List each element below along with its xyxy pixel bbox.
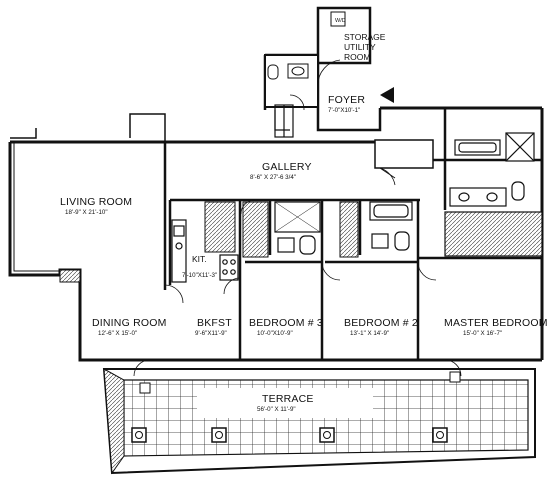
master-closet — [374, 139, 434, 179]
column-dining — [59, 269, 81, 283]
dining-room-dims: 12'-6" X 15'-0" — [98, 330, 137, 337]
bedroom2-name: BEDROOM # 2 — [344, 317, 418, 329]
foyer-dims: 7'-0"X10'-1" — [328, 107, 360, 114]
gallery-closets — [174, 104, 294, 143]
bedroom3-closet — [242, 201, 269, 258]
terrace — [102, 368, 536, 475]
storage-utility-room — [316, 6, 372, 65]
dining-room-name: DINING ROOM — [92, 317, 167, 329]
foyer-name: FOYER — [328, 94, 365, 106]
bedroom3-name: BEDROOM # 3 — [249, 317, 323, 329]
living-room-name: LIVING ROOM — [60, 196, 132, 208]
master-bedroom-name: MASTER BEDROOM — [444, 317, 548, 329]
entry-arrow-icon — [380, 87, 394, 103]
washer-dryer-label: W/D — [335, 18, 346, 24]
room-labels: W/D STORAGE UTILITY ROOM FOYER 7'-0"X10'… — [60, 18, 548, 413]
gallery-dims: 8'-6" X 27'-6 3/4" — [250, 174, 296, 181]
bedroom2-dims: 13'-1" X 14'-9" — [350, 330, 389, 337]
bedroom2-bath — [369, 201, 413, 251]
living-room-dims: 18'-9" X 21'-10" — [65, 209, 108, 216]
bedroom3-dims: 10'-0"X10'-9" — [257, 330, 293, 337]
master-bath — [444, 132, 543, 257]
kitchen-name: KIT. — [192, 254, 207, 264]
powder-room — [264, 54, 319, 131]
storage-label: STORAGE — [344, 32, 386, 42]
gallery-name: GALLERY — [262, 161, 312, 173]
bedroom3-bath — [274, 201, 321, 255]
terrace-name: TERRACE — [262, 393, 314, 405]
master-bedroom-dims: 15'-0" X 16'-7" — [463, 330, 502, 337]
terrace-dims: 56'-0" X 11'-9" — [257, 406, 296, 413]
utility-label: UTILITY — [344, 42, 376, 52]
kitchen-counters — [171, 219, 239, 283]
bedroom2-closet — [339, 201, 359, 258]
door-swings — [133, 167, 462, 377]
kitchen-dims: 7'-10"X11'-3" — [182, 272, 217, 279]
breakfast-dims: 9'-6"X11'-9" — [195, 330, 227, 337]
kitchen-closet — [204, 201, 236, 253]
breakfast-name: BKFST — [197, 317, 232, 329]
room-label: ROOM — [344, 52, 370, 62]
foyer-door-swing — [317, 59, 341, 86]
